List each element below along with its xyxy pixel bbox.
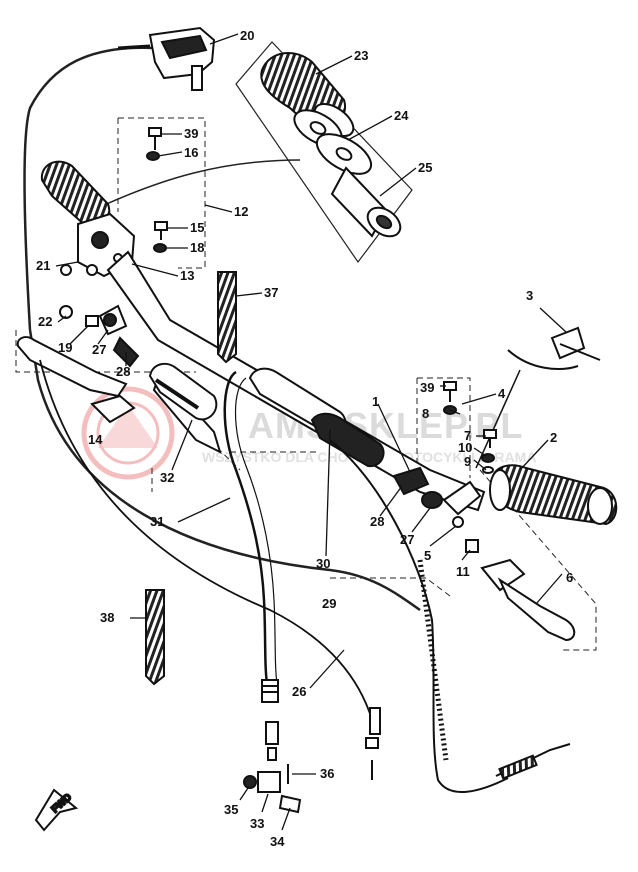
callout-24: 24 xyxy=(394,108,409,123)
clutch-lever-14 xyxy=(16,336,136,424)
bolts-right xyxy=(443,381,497,474)
bolts-left xyxy=(146,127,168,253)
right-perch xyxy=(392,466,482,553)
callout-9: 9 xyxy=(464,454,471,469)
callout-25: 25 xyxy=(418,160,432,175)
callout-8: 8 xyxy=(422,406,429,421)
right-grip-2 xyxy=(489,464,618,526)
brake-lever-6 xyxy=(480,558,576,642)
callout-28-right: 28 xyxy=(370,514,384,529)
kill-switch-3 xyxy=(507,326,601,370)
callout-7: 7 xyxy=(464,428,471,443)
callout-5: 5 xyxy=(424,548,431,563)
callout-37: 37 xyxy=(264,285,278,300)
callout-2: 2 xyxy=(550,430,557,445)
callout-21: 21 xyxy=(36,258,50,273)
callout-6: 6 xyxy=(566,570,573,585)
callout-27-right: 27 xyxy=(400,532,414,547)
strap-37 xyxy=(217,271,237,364)
callout-22: 22 xyxy=(38,314,52,329)
callout-33: 33 xyxy=(250,816,264,831)
throttle-housing xyxy=(117,26,216,91)
callout-16: 16 xyxy=(184,145,198,160)
leader-lines xyxy=(55,33,567,831)
callout-34: 34 xyxy=(270,834,285,849)
wire-12 xyxy=(101,159,301,207)
callout-27-left: 27 xyxy=(92,342,106,357)
callout-31: 31 xyxy=(150,514,164,529)
callout-32: 32 xyxy=(160,470,174,485)
callout-11: 11 xyxy=(456,564,470,579)
small-parts-33-36 xyxy=(243,764,302,814)
cable-26 xyxy=(39,359,373,721)
grip-exploded-box xyxy=(235,41,413,264)
callout-38: 38 xyxy=(100,610,114,625)
callout-18: 18 xyxy=(190,240,204,255)
callout-39-right: 39 xyxy=(420,380,434,395)
cable-fittings xyxy=(261,679,571,780)
handlebar-pad-30 xyxy=(248,367,385,468)
washer-24 xyxy=(293,109,373,175)
callout-29: 29 xyxy=(322,596,336,611)
callout-39-left: 39 xyxy=(184,126,198,141)
callout-15: 15 xyxy=(190,220,204,235)
callout-1: 1 xyxy=(372,394,379,409)
strap-38 xyxy=(145,589,165,686)
throttle-tube-25 xyxy=(330,166,402,238)
callout-20: 20 xyxy=(240,28,254,43)
callout-19: 19 xyxy=(58,340,72,355)
throttle-cable xyxy=(23,46,421,612)
callout-10: 10 xyxy=(458,440,472,455)
callout-3: 3 xyxy=(526,288,533,303)
watermark-logo-icon xyxy=(81,386,175,480)
callout-36: 36 xyxy=(320,766,334,781)
callout-4: 4 xyxy=(498,386,506,401)
callout-30: 30 xyxy=(316,556,330,571)
callout-26: 26 xyxy=(292,684,306,699)
callout-14: 14 xyxy=(88,432,103,447)
callout-23: 23 xyxy=(354,48,368,63)
fwd-arrow-icon: FWD xyxy=(34,788,79,832)
callout-28-left: 28 xyxy=(116,364,130,379)
callout-12: 12 xyxy=(234,204,248,219)
brake-hose xyxy=(223,370,279,691)
callouts: 20 23 24 25 39 16 12 15 18 21 13 37 3 22… xyxy=(36,28,573,849)
callout-35: 35 xyxy=(224,802,238,817)
callout-13: 13 xyxy=(180,268,194,283)
handlebar-pad-32 xyxy=(148,362,218,421)
